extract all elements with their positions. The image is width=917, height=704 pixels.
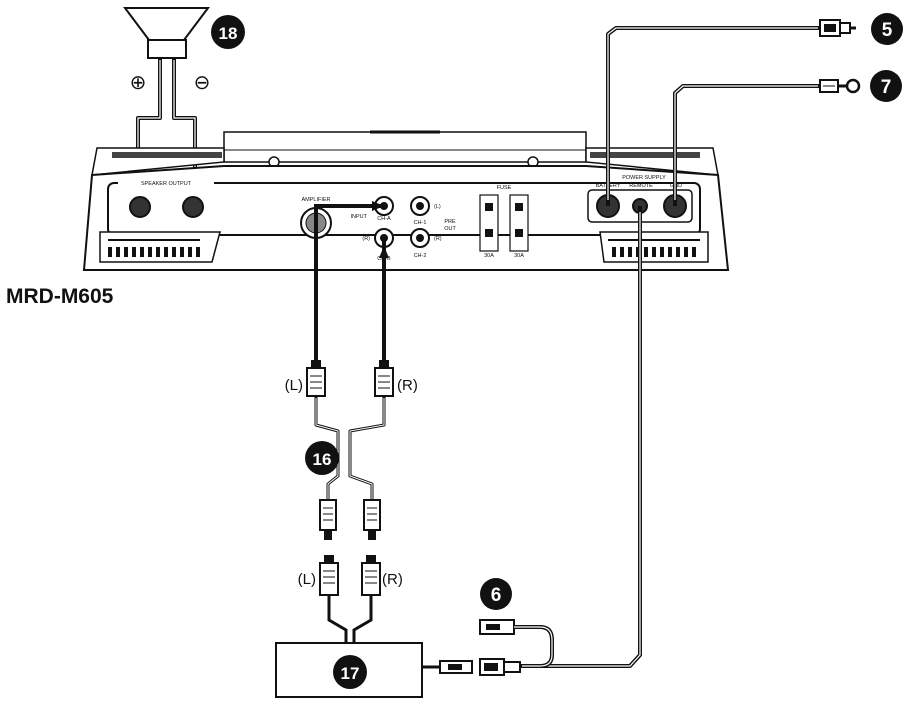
speaker-icon xyxy=(123,7,210,59)
ch-2-label: CH-2 xyxy=(414,253,427,259)
callout-5-text: 5 xyxy=(882,20,893,41)
pre-label: PRE xyxy=(444,219,456,225)
rca-plug-upper-right xyxy=(374,360,394,397)
rca-plug-lower-right xyxy=(361,555,381,596)
power-wires-inner xyxy=(522,27,818,667)
callout-17: 17 xyxy=(333,655,367,689)
callout-18-text: 18 xyxy=(219,24,238,43)
callout-6-text: 6 xyxy=(491,585,502,606)
callout-7-text: 7 xyxy=(881,77,892,98)
plus-terminal-symbol: ⊕ xyxy=(130,72,147,94)
callout-7: 7 xyxy=(870,70,902,102)
pre-out-right-label: (R) xyxy=(434,236,442,242)
callout-6: 6 xyxy=(480,578,512,610)
fuse-block: FUSE 30A 30A xyxy=(479,185,529,259)
rca-plug-lower-left xyxy=(319,555,339,596)
callout-18: 18 xyxy=(211,15,245,49)
cable-label-top-left: (L) xyxy=(285,377,303,394)
head-unit-rca-cables xyxy=(327,595,373,643)
remote-branch-connector-icon xyxy=(479,619,554,668)
callout-16: 16 xyxy=(305,441,339,475)
callout-16-text: 16 xyxy=(313,450,332,469)
rca-input-arrow xyxy=(372,201,389,258)
remote-connector-icon xyxy=(422,658,521,676)
ch-a-label: CH-A xyxy=(377,216,391,222)
rca-plug-upper-left xyxy=(306,360,326,397)
pre-out-left-label: (L) xyxy=(434,204,441,210)
speaker-output-label: SPEAKER OUTPUT xyxy=(141,181,192,187)
callout-17-text: 17 xyxy=(341,664,360,683)
rca-input-cables xyxy=(314,204,386,360)
fuse-label: FUSE xyxy=(497,185,512,191)
power-supply-label: POWER SUPPLY xyxy=(622,175,666,181)
cable-label-bottom-right: (R) xyxy=(382,571,403,588)
battery-fuse-connector-icon xyxy=(819,19,856,37)
ground-ring-terminal-icon xyxy=(819,78,861,94)
fuse-rating-2: 30A xyxy=(514,253,524,259)
rca-plug-middle-left xyxy=(319,499,337,540)
fuse-rating-1: 30A xyxy=(484,253,494,259)
cable-label-bottom-left: (L) xyxy=(298,571,316,588)
power-wires xyxy=(520,26,820,668)
rca-plug-middle-right xyxy=(363,499,381,540)
amplifier-label: AMPLIFIER xyxy=(301,197,330,203)
out-label: OUT xyxy=(444,226,456,232)
model-label: MRD-M605 xyxy=(6,285,114,308)
remote-label: REMOTE xyxy=(629,183,653,189)
amplifier-unit xyxy=(82,130,730,271)
callout-5: 5 xyxy=(871,13,903,45)
minus-terminal-symbol: ⊖ xyxy=(194,72,211,94)
ch-1-label: CH-1 xyxy=(414,220,427,226)
speaker-output-terminals: SPEAKER OUTPUT xyxy=(118,176,214,218)
cable-label-top-right: (R) xyxy=(397,377,418,394)
input-label: INPUT xyxy=(351,214,368,220)
input-right-label: (R) xyxy=(362,236,370,242)
